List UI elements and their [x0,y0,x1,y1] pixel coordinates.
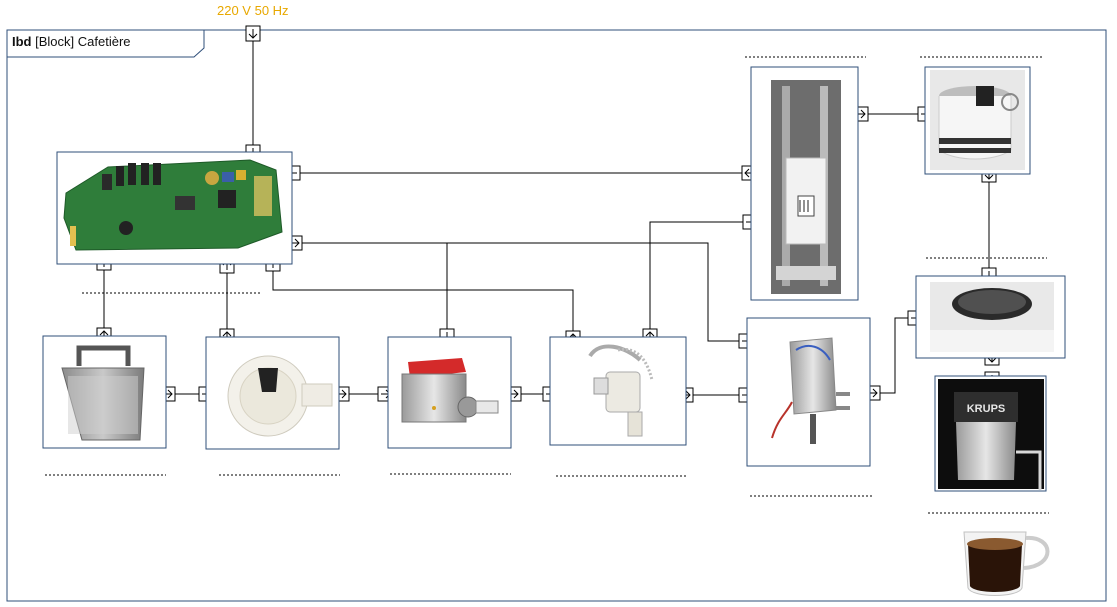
block-frame [6,29,1107,602]
heater-icon [771,337,850,444]
coffee-cup-icon [963,531,1050,596]
connections [103,41,990,396]
frame-title: Ibd [Block] Cafetière [12,34,131,49]
part-name-placeholders [45,56,1049,514]
part-piston[interactable] [924,66,1031,175]
part-coffee-cup[interactable] [963,531,1050,596]
part-brew-unit[interactable] [750,66,859,301]
pump-icon [401,358,499,423]
brew-chamber-icon [930,282,1054,352]
part-heater[interactable] [746,317,871,467]
part-flow-meter[interactable] [205,336,340,450]
flow-meter-icon [227,355,333,437]
part-water-tank[interactable] [42,335,167,449]
pcb-board-icon [63,159,283,251]
frame-block-name: [Block] Cafetière [35,34,131,49]
brew-unit-icon [771,80,841,294]
part-brew-chamber[interactable] [915,275,1066,359]
valve-icon [588,344,654,437]
water-tank-icon [61,345,145,441]
krups-spout-icon: KRUPS [938,379,1044,490]
part-control-board[interactable] [56,151,293,265]
frame-kind: Ibd [12,34,32,49]
port-power-in[interactable] [245,25,261,42]
piston-icon [930,70,1025,170]
power-input-label: 220 V 50 Hz [217,3,289,18]
part-valve[interactable] [549,336,687,446]
spout-brand-text: KRUPS [967,403,1006,415]
part-pump[interactable] [387,336,512,449]
part-spout[interactable]: KRUPS [934,375,1047,492]
